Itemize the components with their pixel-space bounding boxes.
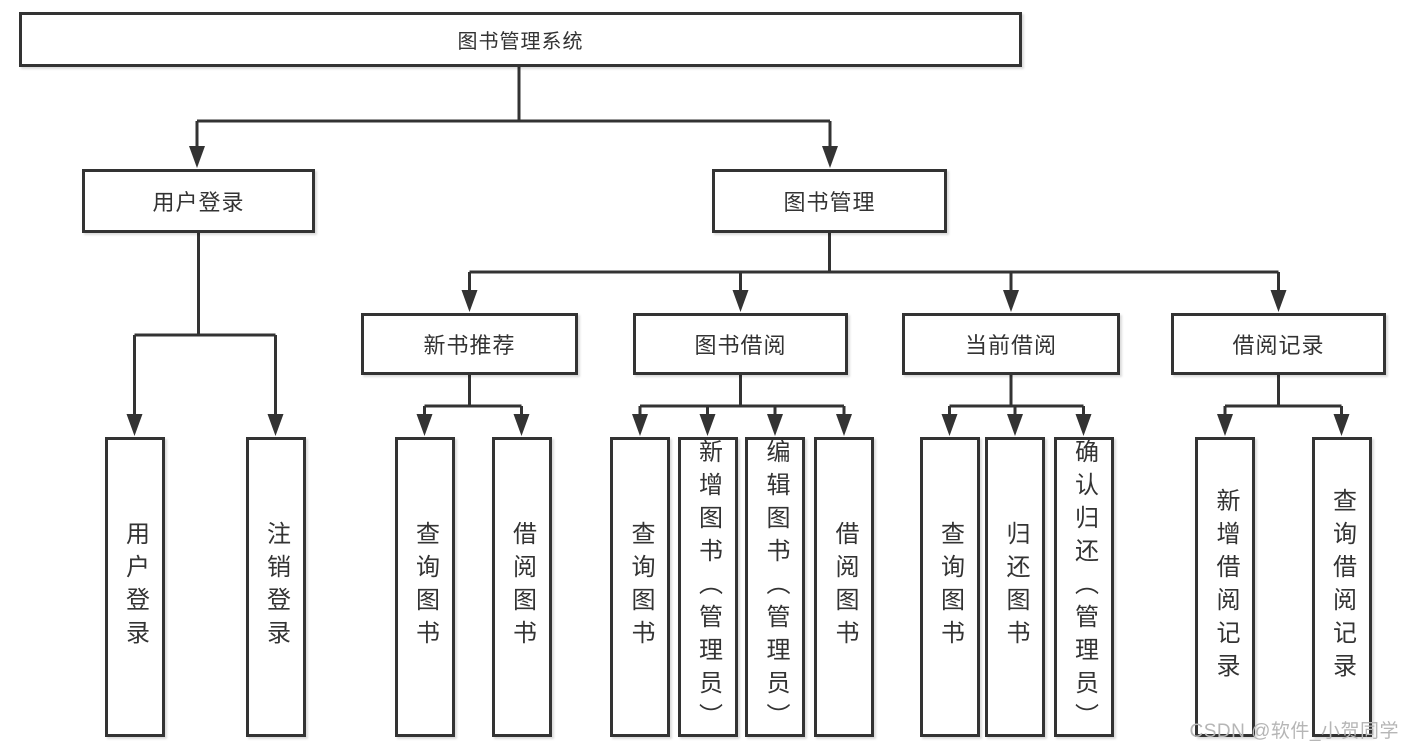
node-label: 借阅图书 — [508, 521, 536, 653]
node-query-books-current: 查询图书 — [919, 437, 980, 737]
node-book-management: 图书管理 — [712, 169, 947, 233]
node-label: 查询借阅记录 — [1328, 488, 1356, 686]
node-label: 归还图书 — [1002, 521, 1029, 653]
node-new-book-recommendation: 新书推荐 — [361, 313, 578, 375]
node-user-login-action: 用户登录 — [104, 437, 165, 737]
arrowheads — [126, 146, 1350, 436]
node-label: 用户登录 — [152, 190, 245, 215]
node-query-books-borrowing: 查询图书 — [610, 437, 670, 737]
node-label: 图书管理 — [783, 190, 876, 215]
node-label: 查询图书 — [411, 521, 439, 653]
node-label: 借阅记录 — [1232, 333, 1325, 358]
node-label: 新增借阅记录 — [1212, 488, 1239, 686]
node-label: 查询图书 — [936, 521, 964, 653]
node-label: 用户登录 — [121, 521, 149, 653]
node-label: 图书管理系统 — [457, 31, 584, 53]
node-label: 新书推荐 — [423, 333, 516, 358]
node-label: 查询图书 — [627, 521, 654, 653]
node-add-books-admin: 新增图书（管理员） — [677, 437, 738, 737]
node-add-borrow-record: 新增借阅记录 — [1195, 437, 1255, 737]
node-logout-action: 注销登录 — [245, 437, 306, 737]
node-return-books: 归还图书 — [985, 437, 1045, 737]
node-user-login: 用户登录 — [82, 169, 315, 233]
node-library-management-system: 图书管理系统 — [19, 12, 1022, 67]
node-label: 注销登录 — [262, 521, 290, 653]
node-borrowing-records: 借阅记录 — [1171, 313, 1386, 375]
node-borrow-books-borrowing: 借阅图书 — [814, 437, 874, 737]
node-label: 编辑图书（管理员） — [762, 438, 789, 736]
csdn-watermark: CSDN @软件_小贺同学 — [1189, 721, 1399, 742]
node-label: 图书借阅 — [694, 333, 787, 358]
node-label: 当前借阅 — [964, 333, 1057, 358]
node-current-borrowing: 当前借阅 — [902, 313, 1120, 375]
node-label: 新增图书（管理员） — [694, 438, 722, 736]
node-query-borrow-record: 查询借阅记录 — [1311, 437, 1372, 737]
node-label: 借阅图书 — [831, 521, 858, 653]
node-label: 确认归还（管理员） — [1070, 438, 1098, 736]
node-query-books-recommend: 查询图书 — [394, 437, 455, 737]
node-confirm-return-admin: 确认归还（管理员） — [1053, 437, 1114, 737]
node-edit-books-admin: 编辑图书（管理员） — [745, 437, 805, 737]
node-book-borrowing: 图书借阅 — [633, 313, 848, 375]
node-borrow-books-recommend: 借阅图书 — [491, 437, 552, 737]
